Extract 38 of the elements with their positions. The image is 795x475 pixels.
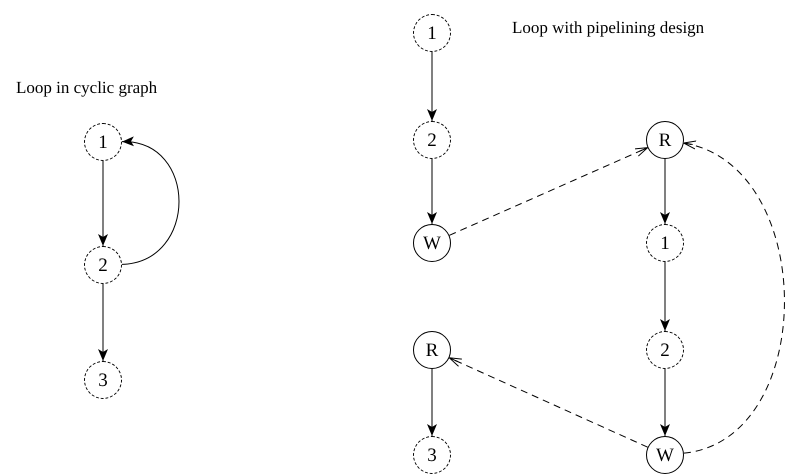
- node-label: 2: [660, 340, 670, 360]
- circle-node: [413, 224, 451, 262]
- node-label: 3: [427, 446, 437, 464]
- dashed-circle-node: [413, 436, 451, 474]
- circle-node: [646, 436, 684, 474]
- node-label: 2: [98, 256, 108, 274]
- circle-node: [413, 331, 451, 369]
- node-label: 2: [427, 130, 437, 150]
- node-label: 1: [660, 234, 670, 252]
- arrow: [427, 158, 437, 224]
- dashed-circle-node: [646, 224, 684, 262]
- diagram-heading: Loop with pipelining design: [512, 18, 704, 38]
- dashed-circle-node: [84, 361, 122, 399]
- arrow: [660, 158, 670, 224]
- node-label: 1: [98, 132, 108, 152]
- node-label: W: [423, 234, 441, 252]
- arrow: [427, 368, 437, 436]
- dashed-circle-node: [646, 331, 684, 369]
- diagram-heading: Loop in cyclic graph: [16, 78, 158, 98]
- dashed-circle-node: [413, 14, 451, 52]
- circle-node: [646, 121, 684, 159]
- dashed-arrow: [448, 147, 648, 236]
- arrow: [98, 284, 108, 362]
- dashed-circle-node: [84, 246, 122, 284]
- node-label: W: [656, 446, 674, 464]
- node-label: 3: [98, 370, 108, 390]
- arrow: [660, 368, 670, 436]
- arrow: [122, 138, 180, 265]
- dashed-circle-node: [84, 123, 122, 161]
- dashed-circle-node: [413, 121, 451, 159]
- node-label: R: [426, 340, 438, 360]
- arrow: [98, 160, 108, 246]
- node-label: R: [658, 130, 672, 150]
- dashed-arrow: [448, 357, 648, 448]
- node-label: 1: [427, 24, 437, 42]
- dashed-arrow: [683, 142, 785, 454]
- arrow: [427, 52, 437, 122]
- arrow: [660, 262, 670, 332]
